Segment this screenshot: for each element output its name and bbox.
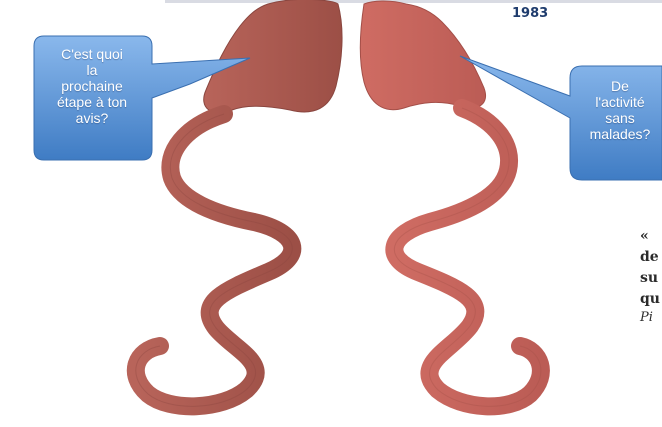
quote-line: su	[640, 268, 660, 289]
right-figure-body	[394, 108, 541, 406]
quote-line: de	[640, 247, 660, 268]
year-label: 1983	[512, 6, 548, 21]
quote-line: qu	[640, 289, 660, 310]
left-figure-head	[204, 0, 342, 113]
right-figure-head	[360, 1, 485, 110]
left-figure-body	[136, 114, 293, 406]
quote-line: «	[640, 226, 660, 247]
right-figure-body-edge	[394, 108, 541, 406]
speech-bubble-right-text: De l'activité sans malades?	[568, 78, 662, 142]
left-figure-body-edge	[136, 114, 293, 406]
quote-block: « de su qu	[640, 226, 660, 310]
speech-bubble-left-text: C'est quoi la prochaine étape à ton avis…	[34, 46, 150, 126]
right-figure	[360, 1, 541, 406]
quote-author: Pi	[640, 310, 653, 325]
